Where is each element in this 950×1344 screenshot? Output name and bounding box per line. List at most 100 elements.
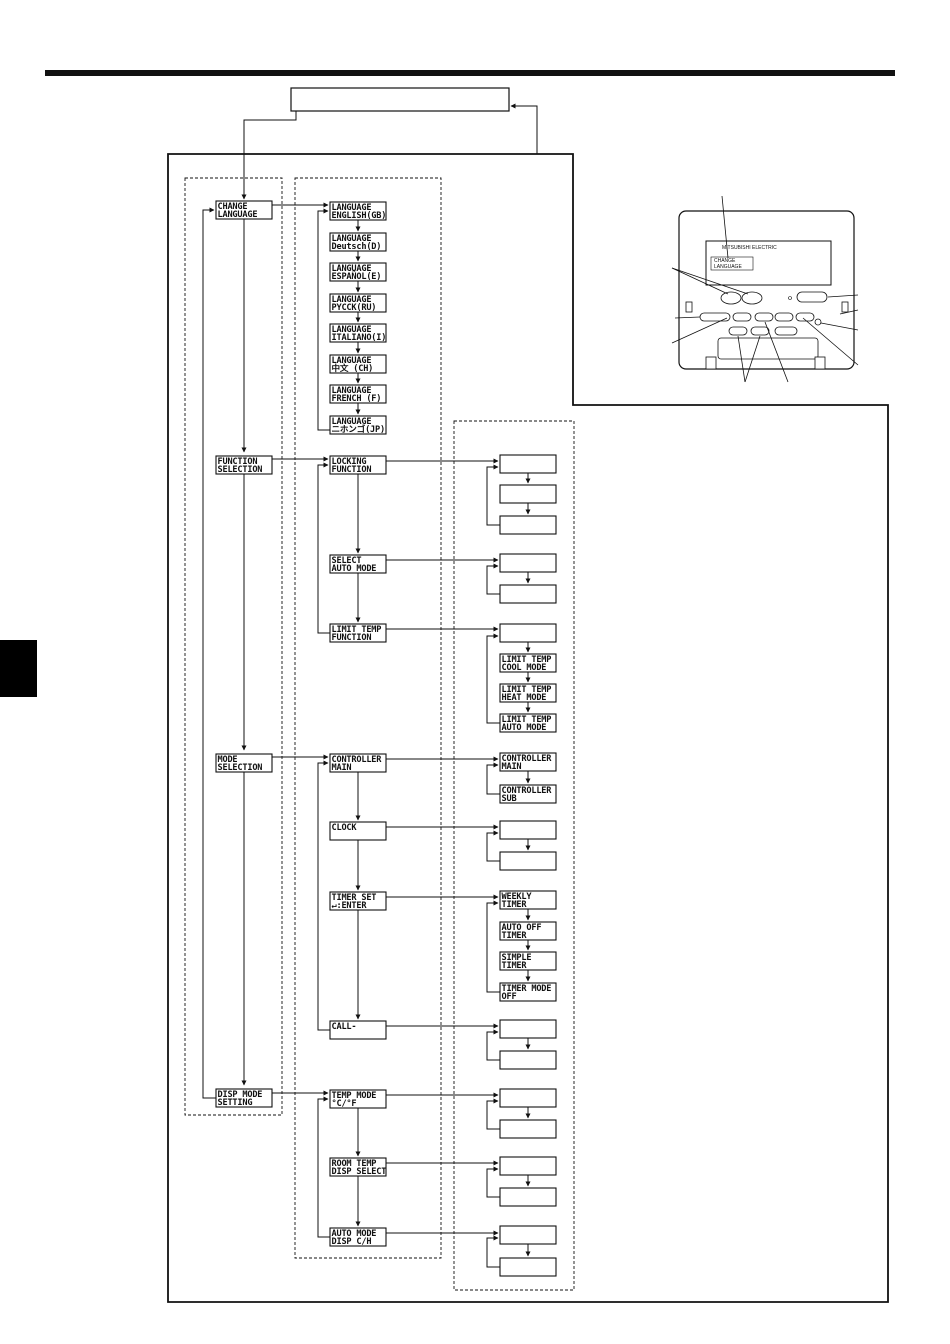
temp-down-button[interactable] — [720, 291, 742, 305]
remote-display-line2: LANGUAGE — [714, 264, 742, 270]
timer-menu-button[interactable] — [774, 326, 798, 336]
menu-change-language-line2: LANGUAGE — [218, 210, 258, 220]
function-item-1-line2: AUTO MODE — [332, 564, 377, 574]
option-box-8-1-frame — [499, 1187, 557, 1207]
menu-function-selection-line1: FUNCTION — [218, 457, 258, 467]
on-off-button[interactable] — [796, 291, 828, 303]
remote-foot-left — [705, 356, 717, 370]
option-box-9-1 — [499, 1257, 557, 1277]
option-return-loop-7 — [486, 1098, 500, 1130]
option-box-0-0-frame — [499, 454, 557, 474]
language-option-7-line1: LANGUAGE — [332, 417, 372, 427]
language-return-loop — [317, 208, 330, 431]
option-box-4-1-frame — [499, 851, 557, 871]
remote-side-clip-right — [841, 301, 849, 313]
function-return-loop-0 — [317, 462, 330, 634]
menu-disp-mode-setting-line2: SETTING — [218, 1098, 253, 1108]
option-return-loop-3 — [486, 762, 500, 795]
temp-up-button[interactable] — [741, 291, 763, 305]
option-box-5-0-line1: WEEKLY — [502, 892, 533, 902]
level2-group-frame — [294, 177, 442, 1259]
option-box-1-0 — [499, 553, 557, 573]
check-button[interactable] — [699, 312, 731, 322]
remote-display-line1: CHANGE — [714, 258, 736, 264]
option-box-8-1 — [499, 1187, 557, 1207]
option-box-4-0 — [499, 820, 557, 840]
mode-button[interactable] — [795, 312, 815, 322]
level1-return-loop — [202, 207, 216, 1099]
menu-mode-selection-line2: SELECTION — [218, 763, 263, 773]
option-box-2-1-line2: COOL MODE — [502, 663, 547, 673]
option-box-5-2-line1: SIMPLE — [502, 953, 532, 963]
function-return-loop-2 — [317, 1096, 330, 1238]
outer-frame — [167, 153, 889, 1303]
fan-button[interactable] — [754, 312, 774, 322]
remote-cover — [717, 337, 819, 360]
remote-display-frame — [710, 256, 754, 271]
option-box-4-1 — [499, 851, 557, 871]
option-box-8-0 — [499, 1156, 557, 1176]
function-item-3-line1: CONTROLLER — [332, 755, 383, 765]
language-option-1-line1: LANGUAGE — [332, 234, 372, 244]
timer-up-button[interactable] — [750, 326, 770, 336]
option-box-0-2 — [499, 515, 557, 535]
function-item-7-line1: TEMP MODE — [332, 1091, 377, 1101]
diagram-content: CHANGELANGUAGEFUNCTIONSELECTIONMODESELEC… — [202, 200, 557, 1277]
function-item-8-line1: ROOM TEMP — [332, 1159, 377, 1169]
function-item-7: TEMP MODE°C/°F — [329, 1089, 387, 1109]
option-box-1-0-frame — [499, 553, 557, 573]
option-box-7-1-frame — [499, 1119, 557, 1139]
vane-button[interactable] — [774, 312, 794, 322]
option-box-3-1-line1: CONTROLLER — [502, 786, 553, 796]
function-item-3-line2: MAIN — [332, 763, 352, 773]
option-box-5-1-line2: TIMER — [502, 931, 528, 941]
function-item-0-line1: LOCKING — [332, 457, 367, 467]
function-item-4-line1: CLOCK — [332, 823, 358, 833]
function-item-2-line1: LIMIT TEMP — [332, 625, 382, 635]
section-tab — [0, 640, 37, 697]
language-option-0-line1: LANGUAGE — [332, 203, 372, 213]
option-box-9-0-frame — [499, 1225, 557, 1245]
option-box-6-0 — [499, 1019, 557, 1039]
option-box-5-2-line2: TIMER — [502, 961, 528, 971]
option-box-5-0-line2: TIMER — [502, 900, 528, 910]
test-button[interactable] — [732, 312, 752, 322]
function-item-2-line2: FUNCTION — [332, 633, 372, 643]
option-box-2-1-line1: LIMIT TEMP — [502, 655, 552, 665]
option-box-3-0-line2: MAIN — [502, 762, 522, 772]
option-box-4-0-frame — [499, 820, 557, 840]
option-box-1-1 — [499, 584, 557, 604]
option-box-9-1-frame — [499, 1257, 557, 1277]
option-box-6-1-frame — [499, 1050, 557, 1070]
remote-leader-lines — [671, 195, 859, 383]
reset-button[interactable] — [814, 318, 822, 326]
option-box-7-0-frame — [499, 1088, 557, 1108]
function-item-5-line1: TIMER SET — [332, 893, 377, 903]
language-option-3-line1: LANGUAGE — [332, 295, 372, 305]
option-box-2-0-frame — [499, 623, 557, 643]
option-return-loop-4 — [486, 830, 500, 862]
menu-mode-selection-line1: MODE — [218, 755, 238, 765]
timer-down-button[interactable] — [728, 326, 748, 336]
function-item-9-line2: DISP C/H — [332, 1237, 372, 1247]
function-item-4: CLOCK — [329, 821, 387, 841]
